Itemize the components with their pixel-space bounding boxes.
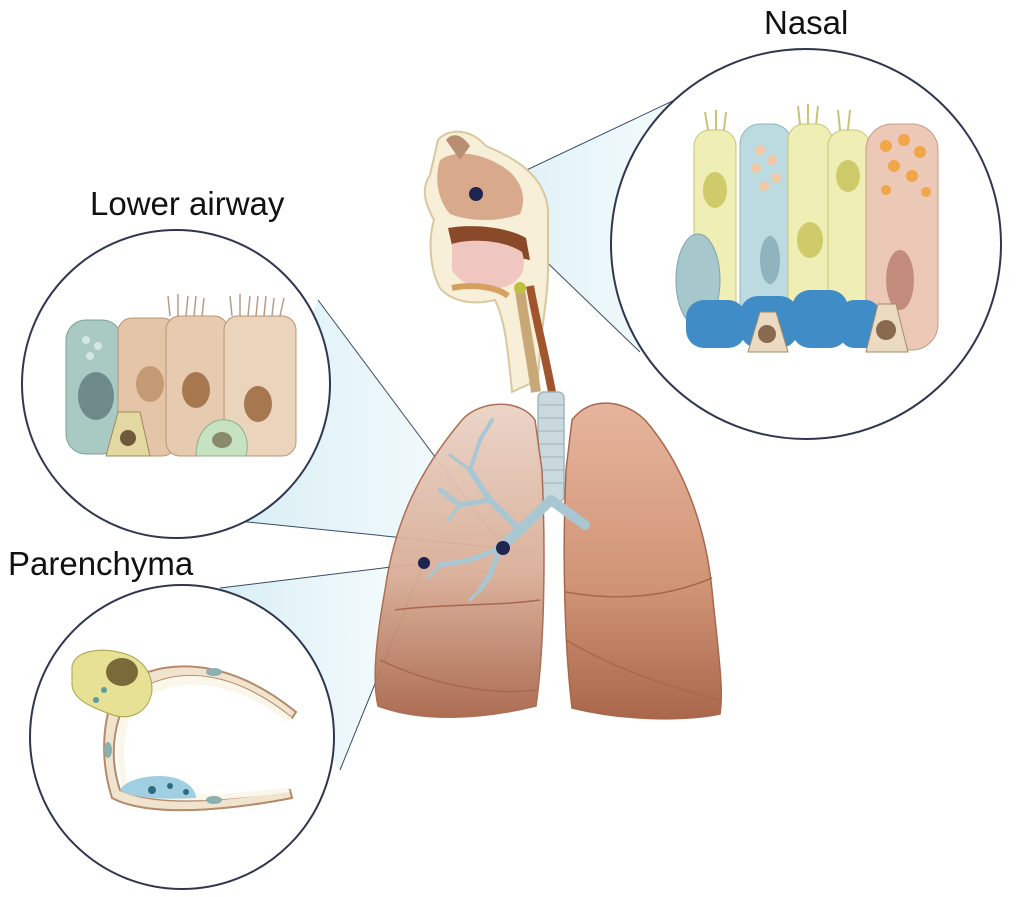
nasal-inset <box>610 48 1002 440</box>
nasal-label: Nasal <box>764 4 849 41</box>
lower-airway-label: Lower airway <box>90 185 285 222</box>
parenchyma-label: Parenchyma <box>8 545 194 582</box>
nasal-marker <box>469 187 483 201</box>
head-cross-section <box>423 130 556 394</box>
lower-airway-marker <box>496 541 510 555</box>
parenchyma-marker <box>418 557 430 569</box>
right-lung <box>563 402 723 720</box>
lower-airway-inset <box>21 229 331 539</box>
bronchial-tree <box>426 418 590 602</box>
parenchyma-inset <box>29 584 335 890</box>
